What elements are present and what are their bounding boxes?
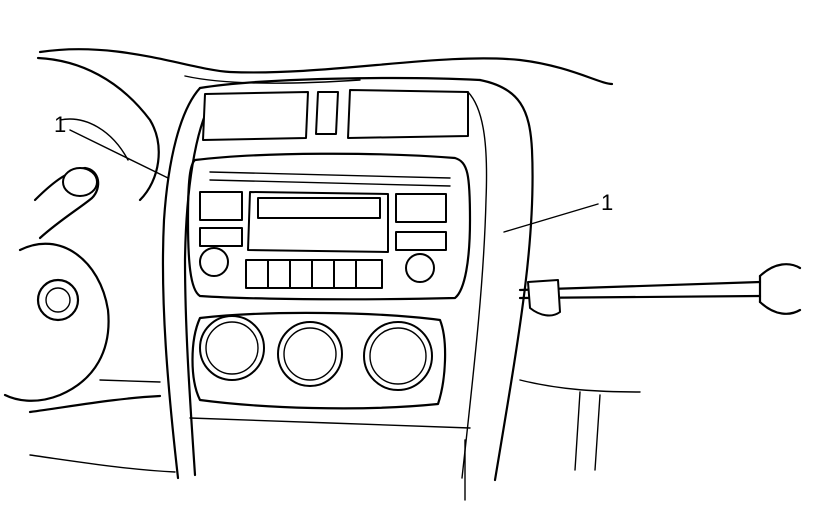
radio-button-right-2: [395, 231, 447, 251]
steering-column-knob: [36, 278, 80, 322]
radio-top-slot: [209, 171, 451, 179]
right-upper-vent: [347, 89, 469, 139]
radio-button-left-2: [199, 227, 243, 247]
climate-panel: [191, 311, 447, 410]
turn-signal-stalk: [33, 166, 100, 240]
lower-dash-line: [28, 394, 162, 414]
callout-label-right: 1: [601, 190, 613, 215]
preset-button: [289, 259, 313, 289]
console-top: [198, 76, 482, 90]
climate-knob-right: [363, 321, 433, 391]
preset-button: [311, 259, 335, 289]
right-lower-line-2: [594, 394, 601, 471]
knee-panel-line-2: [99, 379, 161, 383]
trim-removal-tool: [518, 263, 802, 317]
radio-button-right-1: [395, 193, 447, 223]
radio-display-window: [257, 197, 381, 219]
preset-button: [333, 259, 357, 289]
radio-faceplate: [186, 152, 472, 301]
console-bezel-left-inner: [183, 98, 214, 477]
steering-column-knob-inner: [45, 287, 71, 313]
dashboard-top-edge: [38, 48, 614, 86]
radio-preset-buttons: [245, 259, 383, 289]
radio-tune-knob: [405, 253, 435, 283]
climate-knob-center: [277, 321, 343, 387]
preset-button: [355, 259, 383, 289]
lower-console-line: [189, 417, 471, 429]
center-hazard-button: [315, 91, 339, 135]
callout-leader-left: [69, 129, 169, 179]
dashboard-top-edge-inner: [184, 75, 361, 84]
preset-button: [245, 259, 269, 289]
right-lower-line: [574, 391, 581, 471]
instrument-hood: [36, 56, 160, 202]
instrument-hood-inner: [59, 118, 129, 161]
console-bezel-left: [161, 86, 202, 480]
radio-volume-knob: [199, 247, 229, 277]
preset-button: [267, 259, 291, 289]
knee-panel-line: [29, 454, 176, 473]
radio-button-left-1: [199, 191, 243, 221]
callout-leader-right: [503, 203, 599, 233]
right-dash-line: [519, 379, 641, 393]
console-bezel-right: [478, 78, 534, 482]
radio-top-slot-2: [209, 179, 451, 187]
left-upper-vent: [202, 91, 309, 141]
stalk-tip: [62, 167, 98, 197]
steering-wheel-rim: [3, 242, 110, 402]
console-bezel-right-inner: [461, 91, 488, 479]
callout-label-left: 1: [54, 112, 66, 137]
climate-knob-left: [199, 315, 265, 381]
